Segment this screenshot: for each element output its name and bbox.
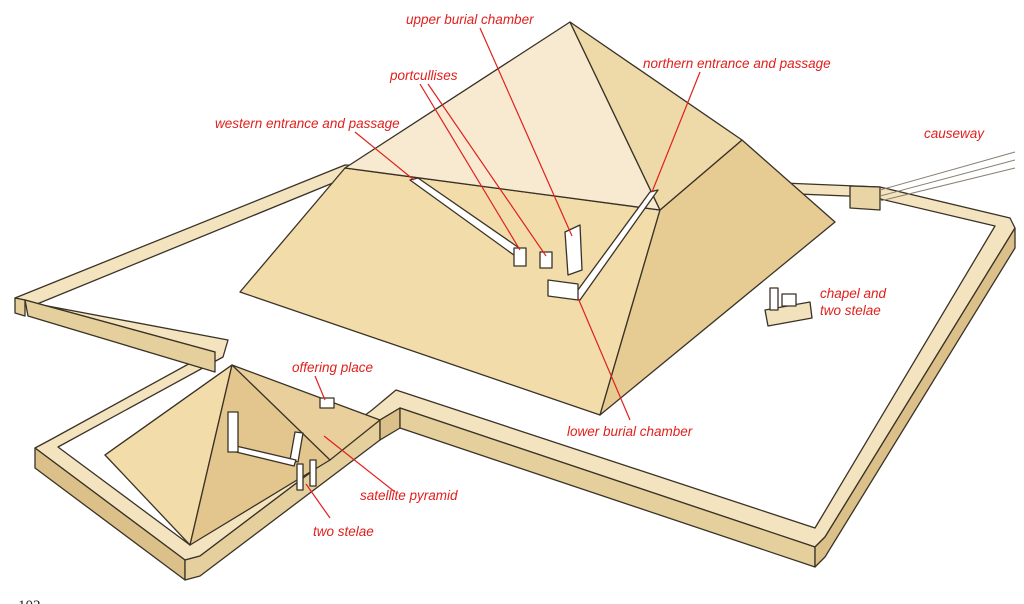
main-pyramid: [239, 21, 836, 416]
label-northern-entrance: northern entrance and passage: [643, 56, 831, 71]
label-chapel-line1: chapel and: [820, 286, 887, 301]
enclosure-wall: [14, 164, 1016, 581]
labels: upper burial chamber portcullises northe…: [215, 12, 985, 539]
label-offering-place: offering place: [292, 360, 373, 375]
satellite-pyramid: [104, 364, 381, 546]
page-number: 102: [18, 598, 41, 604]
label-western-entrance: western entrance and passage: [215, 116, 400, 131]
label-two-stelae: two stelae: [313, 524, 374, 539]
label-satellite-pyramid: satellite pyramid: [360, 488, 458, 503]
label-lower-burial-chamber: lower burial chamber: [567, 424, 693, 439]
label-chapel-line2: two stelae: [820, 303, 881, 318]
leader-lines: [305, 27, 701, 519]
chapel: [764, 287, 813, 327]
label-causeway: causeway: [924, 126, 985, 141]
label-portcullises: portcullises: [389, 68, 458, 83]
causeway-lines: [879, 151, 1016, 202]
label-upper-burial-chamber: upper burial chamber: [406, 12, 534, 27]
